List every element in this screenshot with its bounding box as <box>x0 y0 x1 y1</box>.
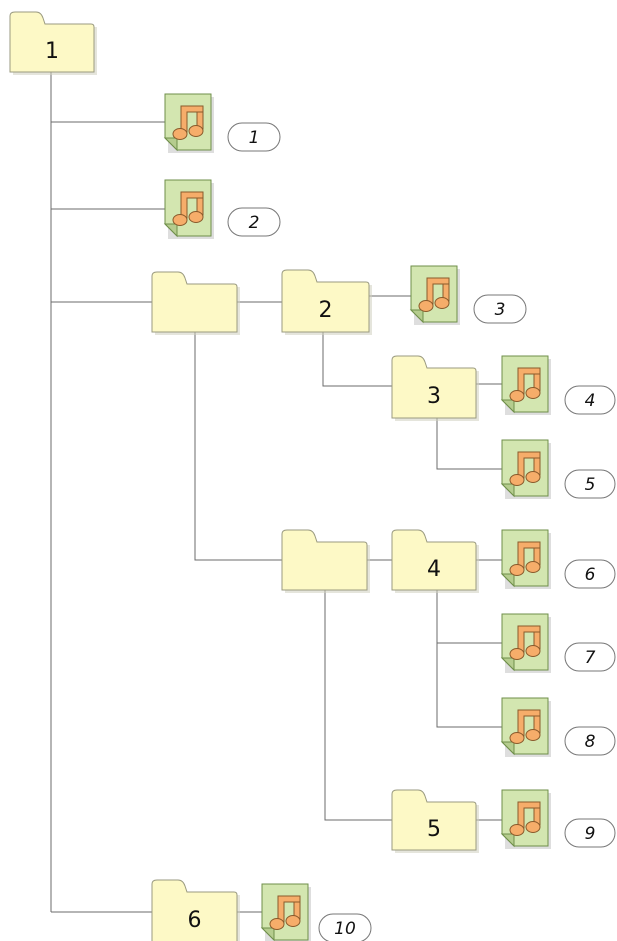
folder-label: 5 <box>427 817 441 842</box>
folder-label: 2 <box>319 298 333 323</box>
file-label: 7 <box>585 648 596 668</box>
file-label-badge: 10 <box>318 913 372 941</box>
folder-icon <box>281 529 368 591</box>
file-label: 4 <box>585 391 596 411</box>
file-label: 10 <box>334 919 356 939</box>
file-label: 2 <box>249 213 260 233</box>
tree-connector-lines <box>50 72 502 913</box>
folder-label: 1 <box>45 39 59 64</box>
music-file-icon <box>500 789 549 848</box>
music-file-4[interactable]: 4 <box>500 355 616 415</box>
music-file-icon <box>500 697 549 756</box>
folder-label: 4 <box>427 557 441 582</box>
music-file-7[interactable]: 7 <box>500 613 616 673</box>
folder-root[interactable]: 1 <box>9 11 97 75</box>
folders-layer: 1 2 3 4 5 6 <box>9 11 479 941</box>
folder-f3[interactable]: 3 <box>391 355 479 421</box>
music-file-10[interactable]: 10 <box>260 883 372 941</box>
music-file-8[interactable]: 8 <box>500 697 616 757</box>
music-file-3[interactable]: 3 <box>409 265 527 325</box>
file-label: 6 <box>585 565 596 585</box>
folder-icon <box>391 789 477 851</box>
music-file-icon <box>409 265 458 324</box>
music-file-icon <box>163 179 212 238</box>
music-file-9[interactable]: 9 <box>500 789 616 849</box>
file-label-badge: 2 <box>227 207 281 237</box>
folder-icon <box>391 529 477 591</box>
file-label-badge: 9 <box>564 818 616 848</box>
folder-icon <box>151 271 238 333</box>
folder-group-a[interactable] <box>151 271 240 335</box>
music-file-icon <box>500 529 549 588</box>
files-layer: 1 2 3 4 5 6 7 8 9 10 <box>163 93 616 941</box>
folder-f4[interactable]: 4 <box>391 529 479 593</box>
music-file-5[interactable]: 5 <box>500 439 616 499</box>
file-label: 3 <box>495 300 506 320</box>
music-file-icon <box>500 613 549 672</box>
folder-f5[interactable]: 5 <box>391 789 479 853</box>
music-file-icon <box>500 439 549 498</box>
folder-f2[interactable]: 2 <box>281 269 372 335</box>
folder-label: 6 <box>188 908 202 933</box>
file-label-badge: 5 <box>564 469 616 499</box>
music-file-2[interactable]: 2 <box>163 179 281 239</box>
folder-icon <box>391 355 477 419</box>
music-file-1[interactable]: 1 <box>163 93 281 153</box>
file-label-badge: 8 <box>564 726 616 756</box>
file-label-badge: 7 <box>564 642 616 672</box>
file-label: 1 <box>249 128 260 148</box>
folder-icon <box>151 879 238 941</box>
file-label: 5 <box>585 475 596 495</box>
music-file-6[interactable]: 6 <box>500 529 616 589</box>
file-label-badge: 3 <box>473 294 527 324</box>
folder-group-b[interactable] <box>281 529 370 593</box>
music-file-icon <box>500 355 549 414</box>
folder-f6[interactable]: 6 <box>151 879 240 941</box>
folder-icon <box>281 269 370 333</box>
file-label-badge: 1 <box>227 122 281 152</box>
file-label: 8 <box>585 732 596 752</box>
folder-label: 3 <box>427 384 441 409</box>
folder-icon <box>9 11 95 73</box>
file-label-badge: 6 <box>564 559 616 589</box>
music-file-icon <box>163 93 212 152</box>
file-label-badge: 4 <box>564 385 616 415</box>
music-file-icon <box>260 883 309 941</box>
file-label: 9 <box>585 824 596 844</box>
